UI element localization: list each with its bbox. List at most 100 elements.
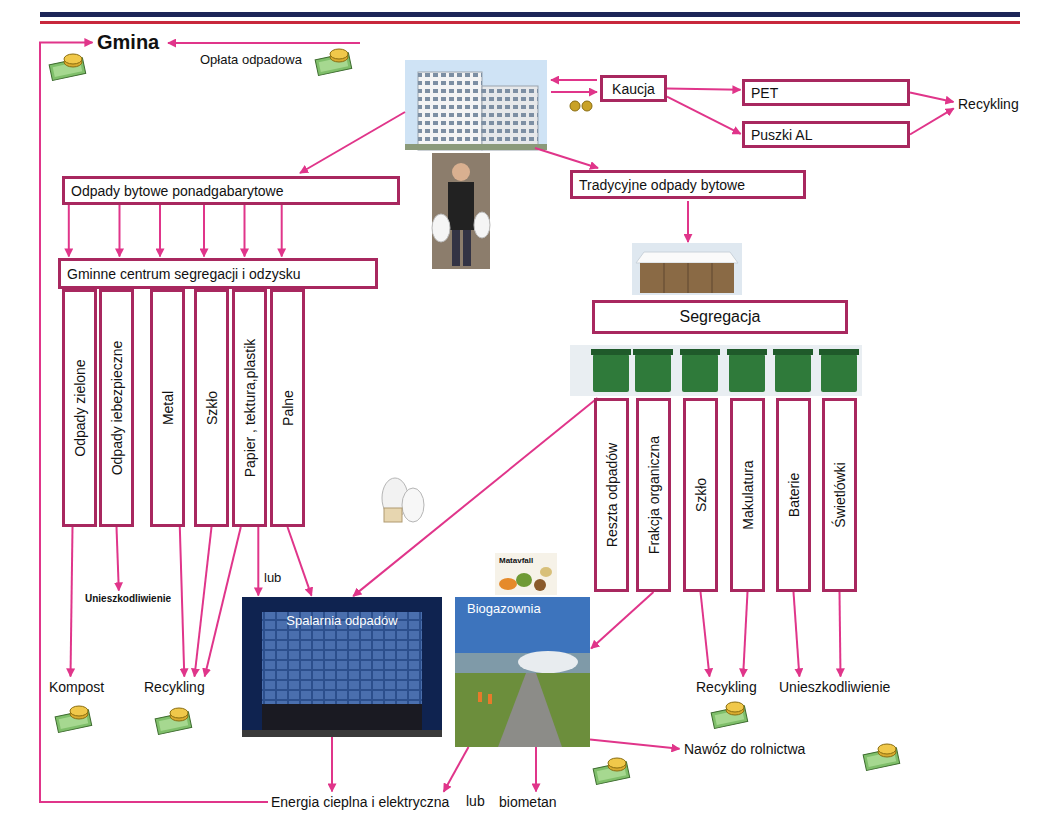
node-text: Unieszkodliwienie — [85, 593, 171, 604]
flow-arrow — [281, 205, 283, 257]
node-text: Baterie — [786, 473, 802, 517]
flow-arrow — [667, 89, 741, 90]
node-text: Palne — [280, 390, 296, 426]
category-box: Frakcja organiczna — [636, 398, 671, 592]
flow-arrow — [840, 592, 841, 677]
outcome-label: biometan — [496, 793, 560, 811]
category-box: Palne — [270, 289, 305, 527]
node-text: biometan — [499, 794, 557, 810]
flow-arrow — [71, 527, 73, 677]
process-box: Tradycyjne odpady bytowe — [570, 170, 806, 199]
category-box: Szkło — [194, 289, 229, 527]
outcome-label: Unieszkodliwienie — [776, 678, 893, 696]
node-text: Papier , tektura,plastik — [242, 339, 258, 478]
node-text: Segregacja — [680, 308, 761, 326]
node-text: Gmina — [97, 31, 159, 53]
flow-arrow — [910, 108, 954, 134]
outcome-label: Kompost — [46, 678, 107, 696]
person-with-bags-photo — [432, 153, 490, 269]
flow-arrow — [288, 527, 312, 596]
flow-arrow — [117, 527, 119, 591]
money-icon — [49, 49, 900, 785]
node-text: Metal — [160, 391, 176, 425]
flow-arrow — [444, 747, 469, 792]
process-box: Segregacja — [592, 300, 848, 334]
incinerator-photo — [242, 597, 442, 737]
node-text: Reszta odpadów — [604, 443, 620, 547]
flow-arrow — [701, 592, 710, 677]
node-text: Świetlówki — [832, 462, 848, 527]
category-box: Szkło — [683, 398, 718, 592]
node-text: Unieszkodliwienie — [779, 679, 890, 695]
flow-label: lub — [466, 793, 485, 809]
flow-arrow — [331, 737, 333, 792]
category-box: Papier , tektura,plastik — [232, 289, 267, 527]
biogas-plant-photo — [455, 597, 590, 747]
flow-arrow — [353, 398, 597, 596]
outcome-label: Recykling — [693, 678, 760, 696]
flow-arrow — [180, 527, 185, 677]
process-box: PET — [742, 79, 910, 106]
node-text: Szkło — [204, 391, 220, 425]
flow-arrow — [535, 747, 537, 792]
category-box: Metal — [150, 289, 185, 527]
node-text: Odpady iebezpieczne — [109, 341, 125, 476]
category-box: Baterie — [776, 398, 811, 592]
node-text: Recykling — [958, 96, 1019, 112]
node-text: Odpady zielone — [72, 359, 88, 456]
flow-arrow — [205, 527, 241, 677]
trash-bags-photo — [382, 478, 424, 522]
node-text: Recykling — [144, 679, 205, 695]
header-bar — [40, 21, 1020, 24]
outcome-label: Recykling — [955, 95, 1022, 113]
node-text: Energia cieplna i elektryczna — [271, 794, 449, 810]
flow-arrow — [68, 205, 70, 257]
organic-waste-photo — [495, 553, 557, 595]
flow-arrow — [910, 93, 954, 102]
node-text: Szkło — [693, 478, 709, 512]
node-text: Makulatura — [740, 460, 756, 529]
flow-arrow — [244, 205, 246, 257]
node-text: Nawóz do rolnictwa — [684, 741, 805, 757]
flow-arrow — [195, 527, 212, 677]
node-text: Odpady bytowe ponadgabarytowe — [71, 183, 283, 199]
outcome-label: Unieszkodliwienie — [82, 592, 174, 605]
flow-arrow — [168, 43, 688, 242]
category-box: Świetlówki — [822, 398, 857, 592]
flow-arrow — [159, 205, 161, 257]
node-text: Kompost — [49, 679, 104, 695]
node-text: Spalarnia odpadów — [246, 613, 438, 628]
flow-arrow — [203, 205, 205, 257]
category-box: Makulatura — [730, 398, 765, 592]
photo-caption: Matavfall — [499, 556, 533, 565]
flow-arrow — [743, 592, 747, 677]
header-bar — [40, 12, 1020, 17]
node-text: Tradycyjne odpady bytowe — [579, 177, 745, 193]
node-text: Recykling — [696, 679, 757, 695]
outcome-label: Nawóz do rolnictwa — [681, 740, 808, 758]
facility-photo: Spalarnia odpadów — [242, 597, 442, 737]
process-box: Odpady bytowe ponadgabarytowe — [62, 176, 400, 205]
flow-arrow — [119, 205, 121, 257]
outcome-label: Recykling — [141, 678, 208, 696]
flow-arrow — [590, 740, 680, 749]
coins — [570, 101, 592, 111]
facility-photo: Biogazownia — [455, 597, 590, 747]
bins-photo — [570, 345, 862, 396]
process-box: Puszki AL — [742, 121, 910, 148]
flow-arrow — [40, 43, 268, 803]
node-text: Puszki AL — [751, 127, 812, 143]
flow-arrow — [591, 592, 653, 649]
outcome-label: Energia cieplna i elektryczna — [268, 793, 452, 811]
flow-arrow — [257, 527, 259, 596]
process-box: Kaucja — [600, 75, 667, 102]
category-box: Reszta odpadów — [594, 398, 629, 592]
category-box: Odpady zielone — [62, 289, 97, 527]
waste-shelter-photo — [632, 243, 742, 295]
place-label: Gmina — [94, 30, 162, 55]
node-text: PET — [751, 85, 778, 101]
process-box: Gminne centrum segregacji i odzysku — [58, 258, 378, 289]
node-text: Biogazownia — [467, 601, 578, 616]
category-box: Odpady iebezpieczne — [99, 289, 134, 527]
